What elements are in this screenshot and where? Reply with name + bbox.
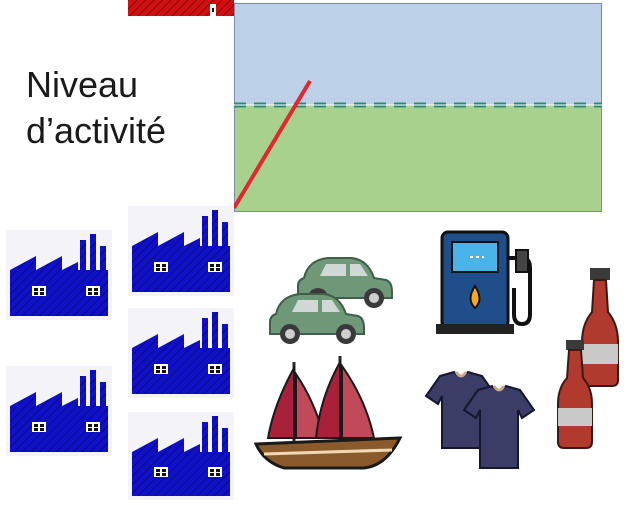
activity-chart: [234, 3, 602, 212]
label-line-1: Niveau: [26, 62, 226, 108]
factory-icon: [6, 230, 112, 320]
sailboat-icon: [254, 354, 404, 476]
factory-icon: [128, 0, 234, 18]
fuel-pump-icon: [436, 228, 542, 338]
factory-icon: [128, 206, 234, 296]
sky-area: [234, 3, 602, 105]
label-line-2: d’activité: [26, 108, 226, 154]
factory-icon: [128, 308, 234, 398]
bottle-icon: [556, 262, 636, 452]
activity-level-label: Niveau d’activité: [26, 62, 226, 154]
ground-area: [234, 105, 602, 212]
shirt-icon: [420, 368, 538, 472]
factory-icon: [6, 366, 112, 456]
factory-icon: [128, 412, 234, 500]
car-icon: [268, 238, 396, 348]
